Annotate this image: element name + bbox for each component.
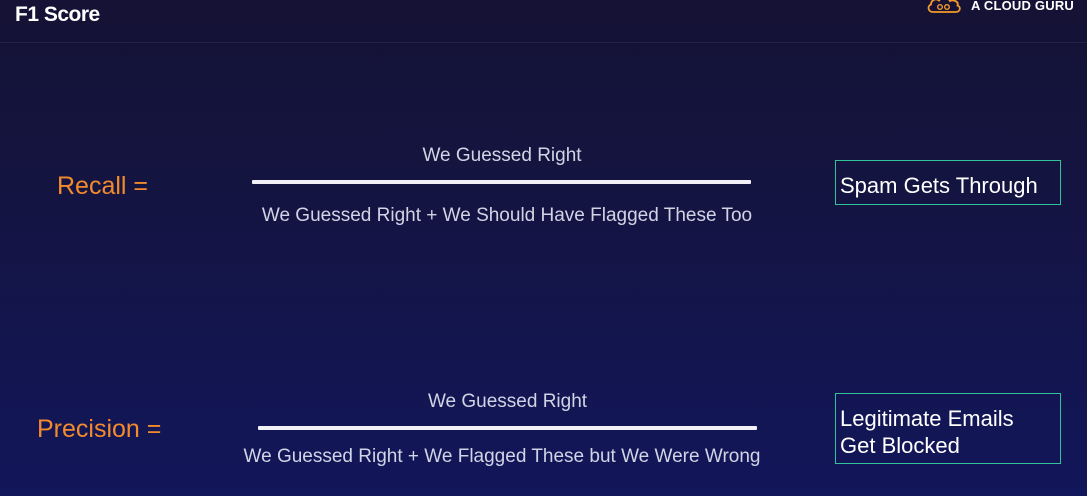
recall-callout-text: Spam Gets Through [840, 173, 1038, 198]
precision-callout-box: Legitimate Emails Get Blocked [835, 393, 1061, 464]
precision-numerator: We Guessed Right [427, 391, 588, 412]
precision-denominator: We Guessed Right + We Flagged These but … [243, 446, 761, 467]
precision-callout-line-1: Legitimate Emails [840, 406, 1014, 431]
brand-name: A CLOUD GURU [970, 0, 1074, 13]
slide-title: F1 Score [15, 3, 100, 26]
recall-denominator: We Guessed Right + We Should Have Flagge… [261, 205, 753, 226]
precision-fraction-bar [258, 426, 757, 430]
cloud-logo-icon [927, 0, 961, 13]
precision-label: Precision = [37, 415, 162, 443]
recall-label: Recall = [57, 172, 149, 200]
precision-callout-line-2: Get Blocked [840, 433, 960, 458]
recall-callout-box: Spam Gets Through [835, 160, 1061, 205]
recall-fraction-bar [252, 180, 751, 184]
recall-numerator: We Guessed Right [422, 145, 582, 166]
header-divider [0, 42, 1087, 43]
brand-lockup: A CLOUD GURU [925, 0, 1074, 14]
